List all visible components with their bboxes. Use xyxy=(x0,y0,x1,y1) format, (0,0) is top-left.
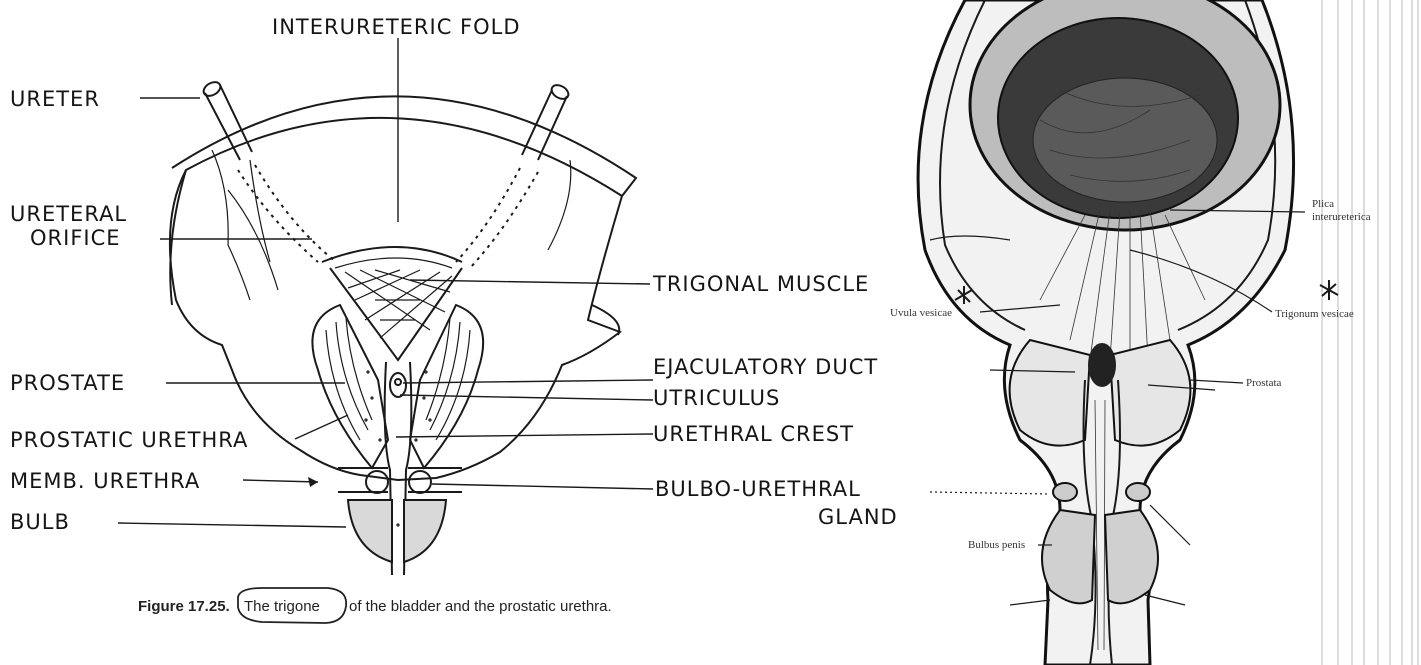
caption-rest: of the bladder and the prostatic urethra… xyxy=(349,598,612,615)
bulb xyxy=(348,500,392,562)
label-urethral-crest: URETHRAL CREST xyxy=(653,422,854,446)
label-trigonum-vesicae: Trigonum vesicae xyxy=(1275,308,1354,320)
label-prostate: PROSTATE xyxy=(10,371,125,395)
label-bulbus-penis: Bulbus penis xyxy=(968,539,1025,551)
label-ejaculatory-duct: EJACULATORY DUCT xyxy=(653,355,878,379)
prostata-left xyxy=(1010,340,1090,446)
label-ureter: URETER xyxy=(10,87,100,111)
prostate-right-lobe xyxy=(410,305,483,468)
caption-highlighted: The trigone xyxy=(244,598,320,615)
label-interureterica: interureterica xyxy=(1312,211,1371,223)
prostata-right xyxy=(1110,340,1190,446)
label-ureteral: URETERAL xyxy=(10,202,127,226)
handwritten-asterisk-right xyxy=(1320,280,1338,300)
label-prostata: Prostata xyxy=(1246,377,1282,389)
bulbourethral-gland-left xyxy=(1053,483,1077,501)
label-interureteric-fold: INTERURETERIC FOLD xyxy=(272,15,521,39)
interureteric-fold xyxy=(322,247,462,262)
label-bulbo-urethral: BULBO-URETHRAL xyxy=(655,477,861,501)
caption-number: Figure 17.25. xyxy=(138,598,230,615)
label-prostatic-urethra: PROSTATIC URETHRA xyxy=(10,428,248,452)
left-bulbourethral-gland xyxy=(366,471,388,493)
label-gland: GLAND xyxy=(818,505,898,529)
label-memb-urethra: MEMB. URETHRA xyxy=(10,469,200,493)
label-bulb: BULB xyxy=(10,510,70,534)
label-orifice: ORIFICE xyxy=(30,226,121,250)
left-diagram: INTERURETERIC FOLD URETER URETERAL ORIFI… xyxy=(10,15,898,623)
bulbourethral-gland-right xyxy=(1126,483,1150,501)
bladder-outline xyxy=(170,96,636,480)
right-diagram: Plica interureterica Trigonum vesicae Uv… xyxy=(890,0,1418,665)
label-trigonal-muscle: TRIGONAL MUSCLE xyxy=(652,272,869,296)
right-bulbourethral-gland xyxy=(409,471,431,493)
label-uvula-vesicae: Uvula vesicae xyxy=(890,307,952,319)
label-utriculus: UTRICULUS xyxy=(653,386,780,410)
label-plica: Plica xyxy=(1312,198,1334,210)
right-ureter xyxy=(522,90,567,160)
